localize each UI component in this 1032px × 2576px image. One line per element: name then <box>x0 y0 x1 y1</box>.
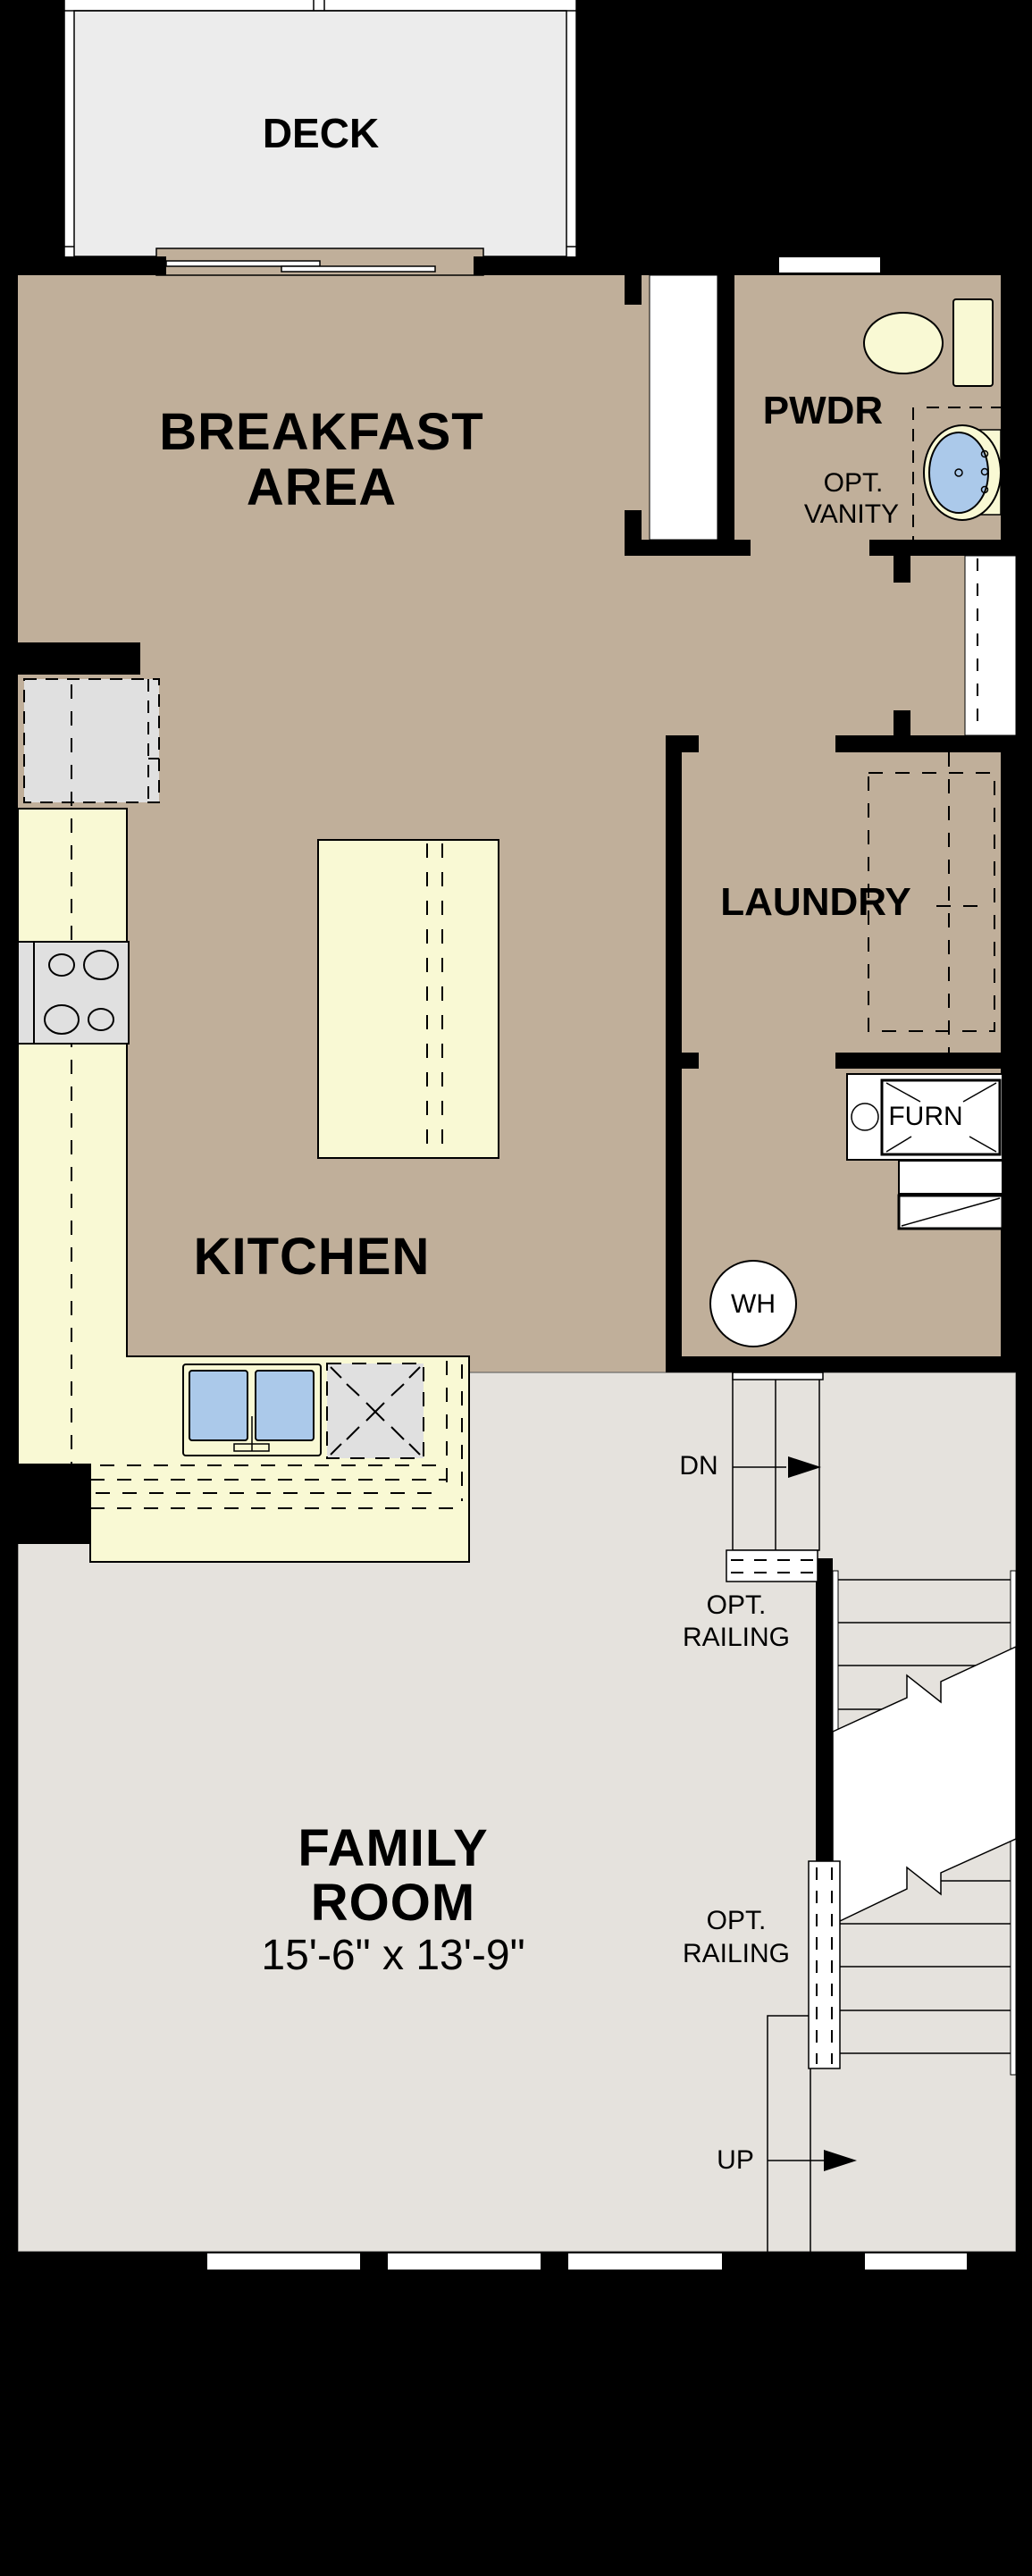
vanity-note-line2: VANITY <box>803 499 900 529</box>
range <box>17 941 130 1045</box>
deck-label: DECK <box>262 110 380 156</box>
stair-up-label: UP <box>717 2145 754 2175</box>
toilet <box>863 298 994 387</box>
family-label-line1: FAMILY <box>298 1819 489 1877</box>
vanity <box>912 407 1002 540</box>
stair-up <box>767 2015 857 2252</box>
stair-down-label: DN <box>679 1451 718 1481</box>
breakfast-label-line2: AREA <box>246 458 398 516</box>
powder-label: PWDR <box>762 389 884 432</box>
window <box>779 257 880 273</box>
kitchen-sink <box>182 1364 322 1456</box>
washer-dryer <box>868 752 995 1053</box>
refrigerator <box>23 678 160 803</box>
family-dimensions: 15'-6" x 13'-9" <box>261 1932 525 1979</box>
water-heater <box>709 1260 797 1347</box>
water-heater-label: WH <box>731 1289 776 1319</box>
furnace <box>846 1073 1004 1230</box>
stair-down <box>726 1372 824 1582</box>
kitchen-island <box>317 839 499 1159</box>
closet-right <box>964 555 1017 736</box>
railing-top-line2: RAILING <box>682 1623 791 1652</box>
railing-bottom-line1: OPT. <box>706 1906 767 1935</box>
railing-bottom-line2: RAILING <box>682 1939 791 1968</box>
dishwasher <box>326 1363 424 1459</box>
railing-top-line1: OPT. <box>706 1590 767 1620</box>
windows-bottom <box>207 2253 967 2270</box>
furnace-label: FURN <box>888 1102 963 1131</box>
deck <box>63 0 577 257</box>
kitchen-label: KITCHEN <box>193 1228 431 1286</box>
closet <box>649 274 718 541</box>
vanity-note-line1: OPT. <box>823 468 884 498</box>
laundry-label: LAUNDRY <box>720 880 911 924</box>
main-floor <box>18 248 1001 1372</box>
stair-run <box>808 1570 1017 2076</box>
family-label-line2: ROOM <box>310 1874 476 1932</box>
walls <box>0 256 1032 2576</box>
breakfast-label-line1: BREAKFAST <box>159 403 484 461</box>
counter-dashes <box>90 1361 463 1509</box>
